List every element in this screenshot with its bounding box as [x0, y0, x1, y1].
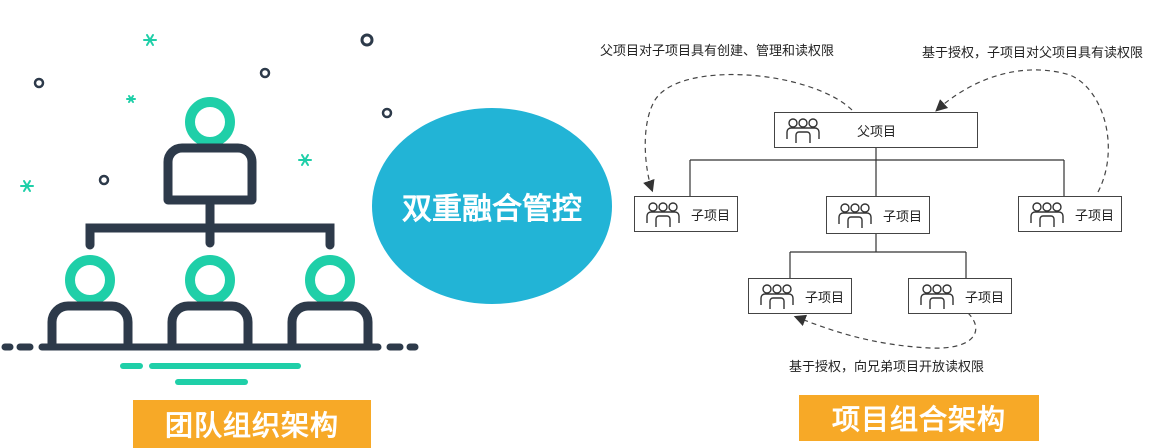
people-group-icon	[760, 284, 794, 309]
note-child-read-permission: 基于授权，子项目对父项目具有读权限	[922, 46, 1144, 61]
dual-control-ellipse: 双重融合管控	[372, 108, 612, 304]
person-icon-right	[287, 255, 373, 345]
note-parent-permissions: 父项目对子项目具有创建、管理和读权限	[600, 44, 835, 59]
parent-project-label: 父项目	[857, 124, 897, 140]
child-project-label: 子项目	[1075, 208, 1115, 224]
diagram-connectors	[643, 69, 1109, 349]
grandchild-project-node-2: 子项目	[908, 278, 1012, 314]
people-group-icon	[838, 203, 872, 228]
person-icon-middle	[167, 255, 253, 345]
grandchild-project-label: 子项目	[965, 290, 1005, 306]
parent-project-node: 父项目	[774, 112, 978, 148]
dot-decorations	[33, 33, 393, 186]
person-icon-top	[163, 97, 257, 205]
child-project-node-2: 子项目	[826, 196, 930, 234]
center-label: 双重融合管控	[402, 192, 582, 227]
team-organization-illustration	[1, 33, 419, 385]
org-connectors	[85, 200, 335, 250]
child-project-label: 子项目	[691, 208, 731, 224]
person-icon-left	[47, 255, 133, 345]
child-project-node-1: 子项目	[634, 196, 738, 232]
grandchild-project-node-1: 子项目	[748, 278, 852, 314]
grandchild-project-label: 子项目	[805, 290, 845, 306]
people-group-icon	[1030, 202, 1064, 227]
sparkle-icons	[20, 34, 312, 192]
project-portfolio-badge: 项目组合架构	[799, 395, 1039, 441]
project-hierarchy-diagram: 父项目 子项目 子项目 子项	[600, 30, 1166, 390]
people-group-icon	[646, 202, 680, 227]
people-group-icon	[786, 118, 820, 143]
note-sibling-read-permission: 基于授权，向兄弟项目开放读权限	[789, 360, 985, 375]
people-group-icon	[920, 284, 954, 309]
child-project-label: 子项目	[883, 209, 923, 225]
team-structure-badge: 团队组织架构	[133, 400, 371, 448]
child-project-node-3: 子项目	[1018, 196, 1122, 232]
base-lines	[120, 363, 301, 385]
